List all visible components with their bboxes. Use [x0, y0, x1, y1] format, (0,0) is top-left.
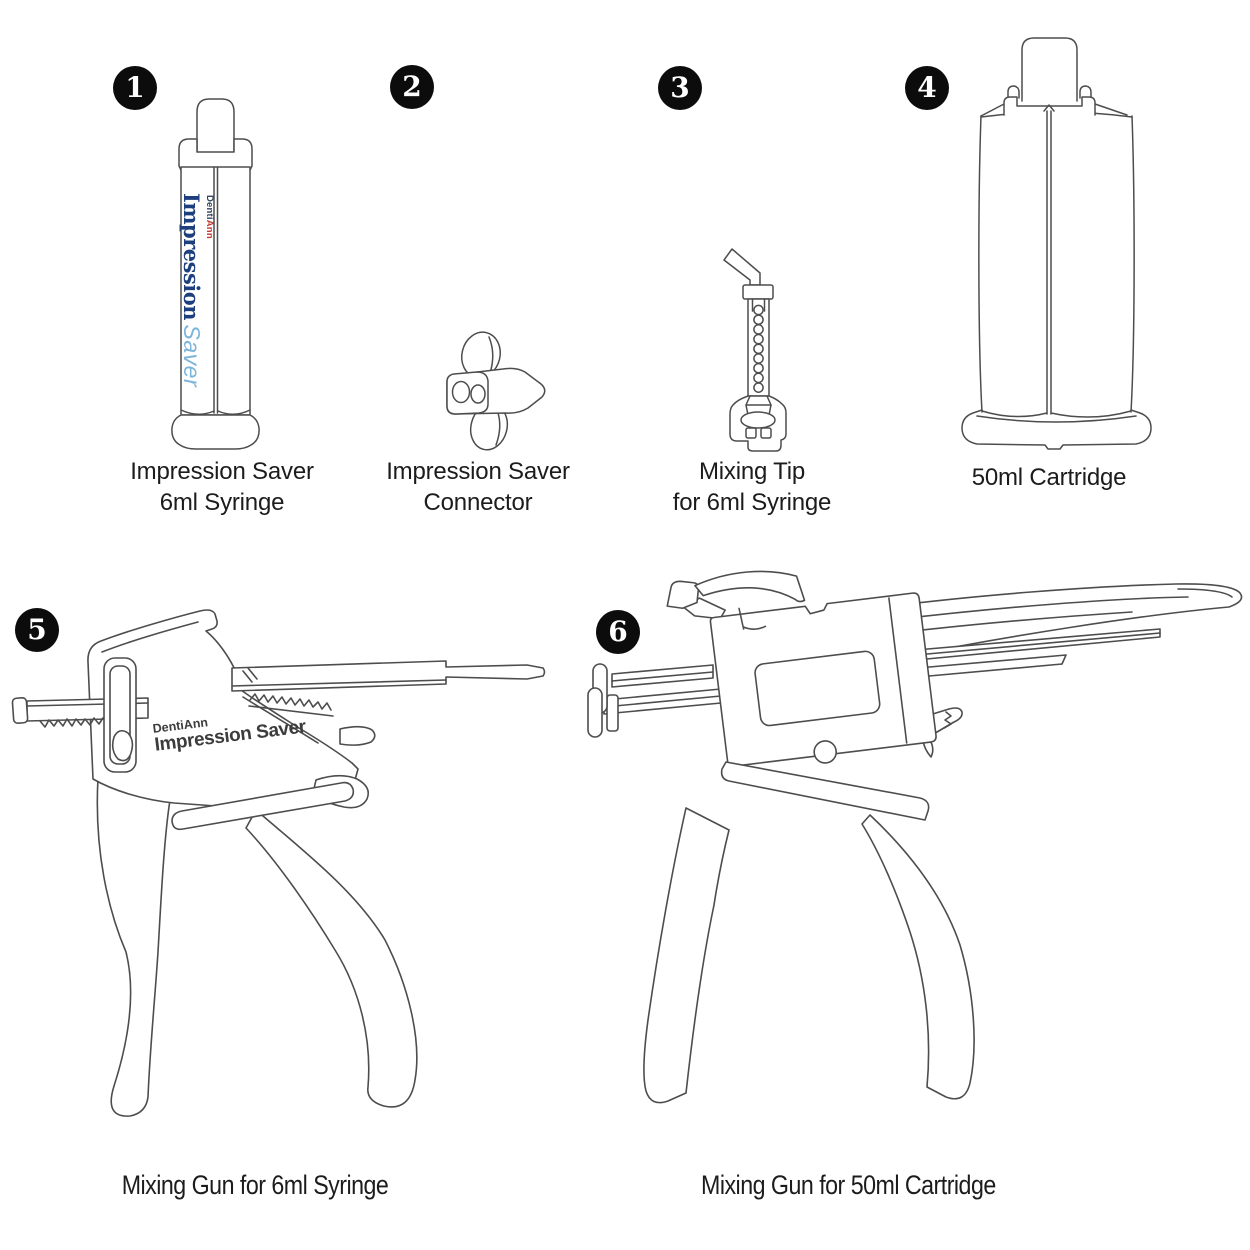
syringe-brand-label: DentiAnn Impression Saver [179, 193, 216, 397]
item-4-caption: 50ml Cartridge [971, 464, 1127, 491]
cartridge-50ml-illustration [961, 37, 1152, 450]
syringe-6ml-illustration [171, 98, 260, 450]
syringe-product-name: Impression Saver [179, 193, 206, 388]
mixing-gun-50ml-illustration [587, 570, 1243, 1104]
item-6-badge: 6 [596, 610, 640, 654]
item-4-badge: 4 [905, 66, 949, 110]
mixing-tip-illustration [723, 248, 787, 452]
item-1-badge: 1 [113, 66, 157, 110]
item-5-caption: Mixing Gun for 6ml Syringe [121, 1170, 389, 1200]
connector-illustration [446, 331, 546, 451]
item-5-badge: 5 [15, 608, 59, 652]
mixing-gun-6ml-illustration [11, 609, 546, 1117]
item-6-caption: Mixing Gun for 50ml Cartridge [700, 1170, 996, 1200]
item-2-badge: 2 [390, 65, 434, 109]
syringe-brand-name: DentiAnn [204, 195, 215, 239]
item-3-badge: 3 [658, 66, 702, 110]
